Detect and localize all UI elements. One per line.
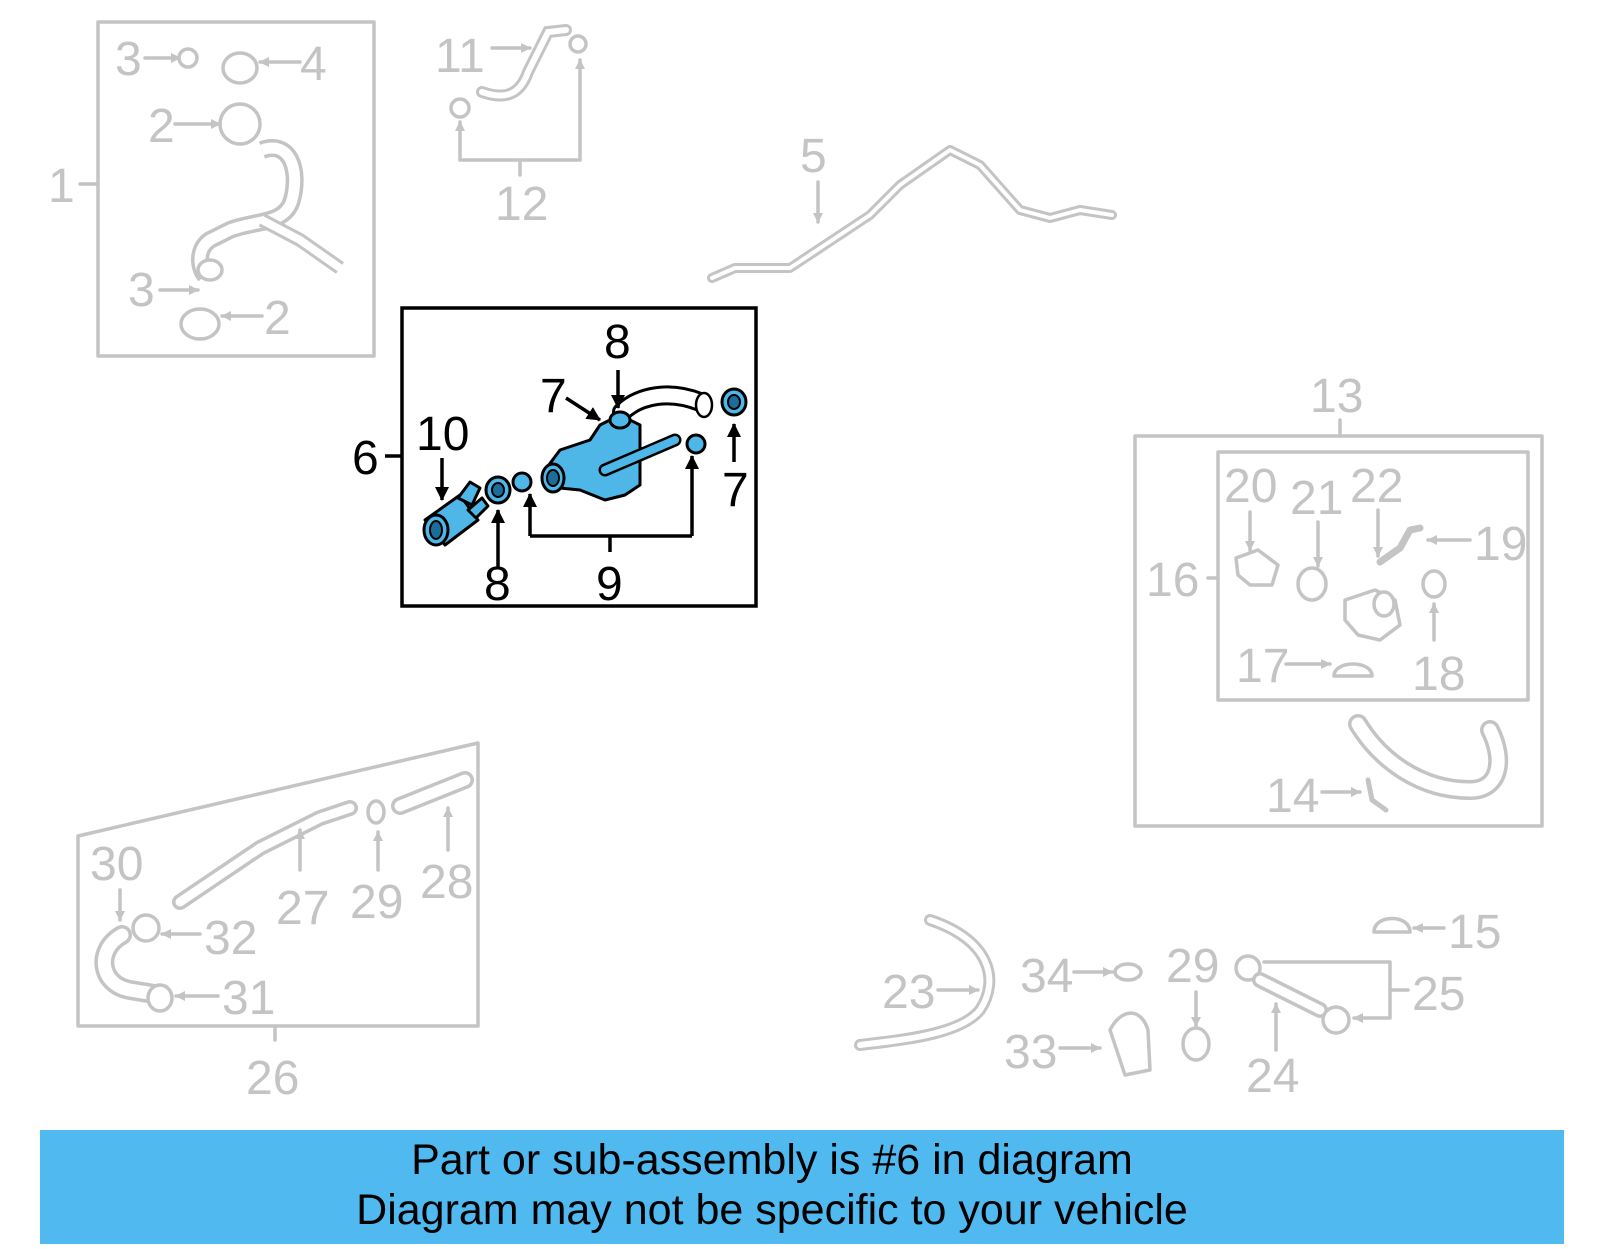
callout-18: 18	[1412, 648, 1465, 701]
callout-23: 23	[882, 966, 935, 1019]
callout-31: 31	[222, 972, 275, 1025]
callout-10: 10	[416, 408, 469, 461]
callout-19: 19	[1474, 518, 1527, 571]
callout-29-left: 29	[350, 876, 403, 929]
group-bottom-right: 23 34 33 29 25 24 15	[854, 906, 1501, 1103]
callout-27: 27	[276, 882, 329, 935]
callout-33: 33	[1004, 1026, 1057, 1079]
callout-2-top: 2	[148, 100, 175, 153]
callout-25: 25	[1412, 968, 1465, 1021]
callout-34: 34	[1020, 950, 1073, 1003]
callout-12: 12	[495, 178, 548, 231]
callout-7-right: 7	[722, 464, 749, 517]
callout-24: 24	[1246, 1050, 1299, 1103]
part-9-clamp-left	[511, 471, 533, 493]
callout-11: 11	[435, 30, 485, 83]
banner-disclaimer: Diagram may not be specific to your vehi…	[356, 1186, 1188, 1234]
callout-15: 15	[1448, 906, 1501, 959]
callout-17: 17	[1236, 640, 1289, 693]
part-6-housing	[540, 385, 714, 502]
callout-6: 6	[352, 432, 379, 485]
part-9-clamp-right	[685, 433, 707, 455]
group-5: 5	[707, 130, 1117, 283]
callout-30: 30	[90, 838, 143, 891]
callout-1: 1	[48, 160, 75, 213]
callout-7-top: 7	[540, 370, 567, 423]
group-6-highlighted: 6 10 8	[352, 306, 758, 611]
group-11-12: 11 12	[435, 24, 588, 231]
group-1: 1 3 4 2 3 2	[48, 20, 376, 358]
callout-3-top: 3	[115, 33, 142, 86]
callout-5: 5	[800, 130, 827, 183]
callout-4: 4	[300, 38, 327, 91]
callout-29-right: 29	[1166, 940, 1219, 993]
callout-32: 32	[204, 912, 257, 965]
group-26: 26 30 32 31 27 29 28	[76, 741, 480, 1105]
callout-28: 28	[420, 856, 473, 909]
callout-21: 21	[1290, 472, 1343, 525]
callout-3-bottom: 3	[128, 264, 155, 317]
callout-16: 16	[1146, 554, 1199, 607]
callout-26: 26	[246, 1052, 299, 1105]
info-banner: Part or sub-assembly is #6 in diagram Di…	[40, 1130, 1564, 1244]
callout-8-bottom: 8	[484, 558, 511, 611]
group-13: 13 16 20 21 22 19 18 17 14	[1133, 370, 1544, 828]
callout-8-top: 8	[604, 316, 631, 369]
callout-14: 14	[1266, 770, 1319, 823]
callout-13: 13	[1310, 370, 1363, 423]
banner-part-note: Part or sub-assembly is #6 in diagram	[411, 1136, 1133, 1184]
part-10-connector	[422, 480, 490, 547]
callout-22: 22	[1350, 460, 1403, 513]
callout-2-bottom: 2	[264, 292, 291, 345]
callout-20: 20	[1224, 460, 1277, 513]
callout-9: 9	[596, 558, 623, 611]
